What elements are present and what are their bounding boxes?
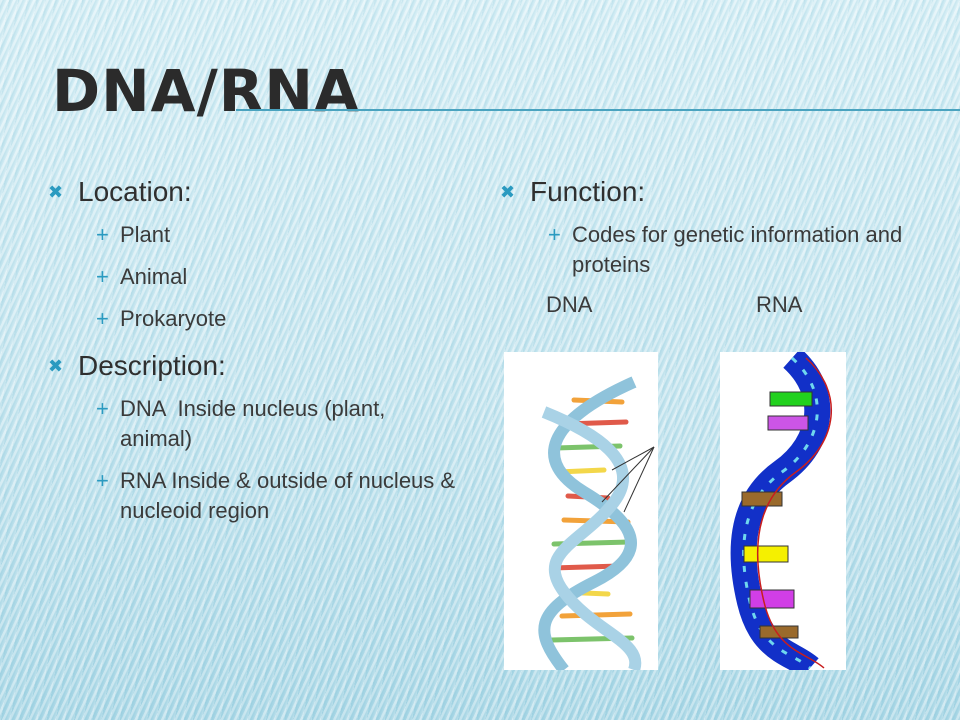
sub-bullet-prokaryote: + Prokaryote xyxy=(96,304,458,334)
rna-strand-drawing xyxy=(730,352,833,670)
bullet-text: Codes for genetic information and protei… xyxy=(572,222,903,277)
bullet-text: Function: xyxy=(530,176,646,207)
x-mark-icon: ✖ xyxy=(48,181,64,202)
rna-border xyxy=(756,357,833,669)
sub-bullet-animal: + Animal xyxy=(96,262,458,292)
plus-icon: + xyxy=(96,264,109,289)
dna-helix-drawing xyxy=(538,376,655,670)
rna-strand-image xyxy=(720,352,846,670)
dna-label: DNA xyxy=(546,292,593,317)
dna-double-helix-image xyxy=(504,352,658,670)
bullet-text: Description: xyxy=(78,350,226,381)
plus-icon: + xyxy=(96,222,109,247)
sub-bullet-rna-location: + RNA Inside & outside of nucleus & nucl… xyxy=(96,466,458,526)
sub-bullet-dna-location: + DNA Inside nucleus (plant, animal) xyxy=(96,394,458,454)
left-column: ✖ Location: + Plant + Animal + Prokaryot… xyxy=(48,176,458,538)
plus-icon: + xyxy=(96,468,109,493)
rna-label: RNA xyxy=(756,292,803,317)
bullet-description: ✖ Description: xyxy=(48,350,458,382)
bullet-function: ✖ Function: xyxy=(500,176,940,208)
slide-title: DNA/RNA xyxy=(52,57,360,125)
title-underline xyxy=(236,109,960,111)
bullet-text: Plant xyxy=(120,222,171,247)
plus-icon: + xyxy=(96,396,109,421)
rna-bases xyxy=(741,391,813,639)
bullet-text: RNA Inside & outside of nucleus & nucleo… xyxy=(120,468,456,523)
bullet-text: Animal xyxy=(120,264,188,289)
sub-bullet-codes: + Codes for genetic information and prot… xyxy=(548,220,940,280)
bullet-text: Prokaryote xyxy=(120,306,227,331)
x-mark-icon: ✖ xyxy=(500,181,516,202)
bullet-text: DNA Inside nucleus (plant, animal) xyxy=(120,396,392,451)
sub-bullet-plant: + Plant xyxy=(96,220,458,250)
bullet-text: Location: xyxy=(78,176,192,207)
pointer-lines xyxy=(601,446,655,513)
backbone-strand-2 xyxy=(541,406,642,670)
x-mark-icon: ✖ xyxy=(48,355,64,376)
right-column: ✖ Function: + Codes for genetic informat… xyxy=(500,176,940,318)
plus-icon: + xyxy=(548,222,561,247)
backbone-strand-1 xyxy=(538,376,637,670)
image-labels: DNA RNA xyxy=(546,292,940,318)
bullet-location: ✖ Location: xyxy=(48,176,458,208)
plus-icon: + xyxy=(96,306,109,331)
